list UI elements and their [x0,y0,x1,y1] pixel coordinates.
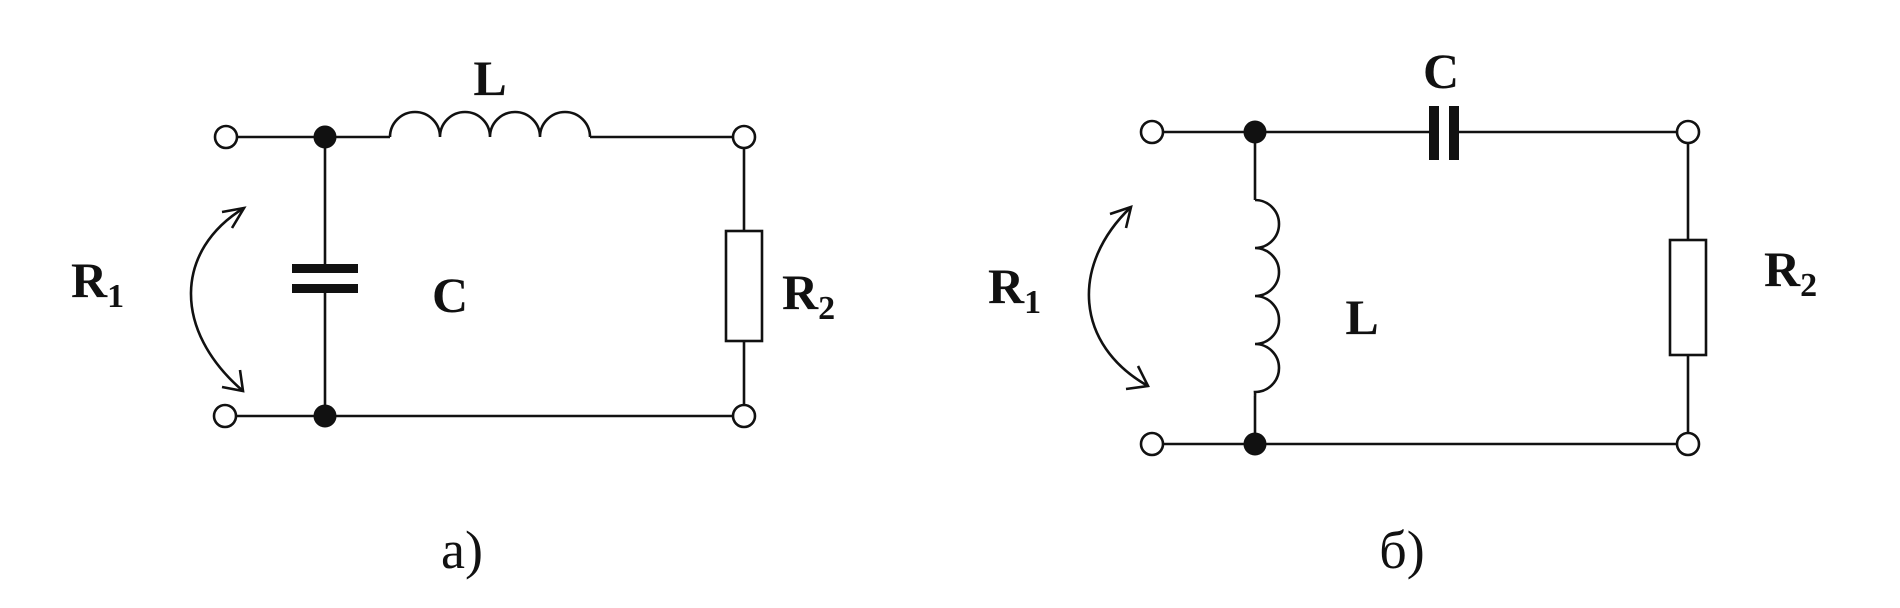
a-arrow-head-top [221,206,247,229]
b-r1-label: R1 [988,258,1041,321]
a-inductor [388,110,592,138]
b-capacitor-plate-right [1449,106,1459,160]
a-node-bottom [313,404,337,428]
b-input-terminal-top [1139,119,1165,145]
a-capacitor-plate-bottom [292,284,358,293]
a-r1-label: R1 [71,252,124,315]
b-input-terminal-bottom [1139,431,1165,457]
b-r1-subscript: 1 [1024,284,1041,321]
a-arrow-head-bottom [221,369,245,393]
a-node-top [313,125,337,149]
b-node-bottom [1243,432,1267,456]
a-curved-arrow-icon [189,206,245,392]
a-capacitor-plate-top [292,264,358,273]
b-resistor [1668,238,1708,357]
circuit-a: L C R1 R2 а) [71,50,835,580]
a-r2-label: R2 [782,264,835,327]
b-capacitor-label: C [1423,43,1459,99]
a-output-terminal-top [731,124,757,150]
b-arrow-head-top [1109,205,1133,229]
a-output-terminal-bottom [731,403,757,429]
a-r2-subscript: 2 [818,290,835,327]
a-resistor [724,229,764,343]
b-arrow-head-bottom [1125,365,1150,391]
b-curved-arrow-icon [1087,206,1149,388]
b-output-terminal-bottom [1675,431,1701,457]
b-output-terminal-top [1675,119,1701,145]
a-input-terminal-bottom [212,403,238,429]
circuit-b: C L R1 R2 б) [988,43,1817,580]
b-caption: б) [1379,520,1424,580]
b-r2-subscript: 2 [1800,267,1817,304]
b-r2-label: R2 [1764,241,1817,304]
b-inductor-label: L [1345,289,1378,345]
a-input-terminal-top [213,124,239,150]
b-capacitor-plate-left [1429,106,1439,160]
b-node-top [1243,120,1267,144]
a-r1-subscript: 1 [107,278,124,315]
b-inductor [1253,198,1281,397]
a-caption: а) [441,520,483,580]
a-inductor-label: L [473,50,506,106]
a-capacitor-label: C [432,267,468,323]
